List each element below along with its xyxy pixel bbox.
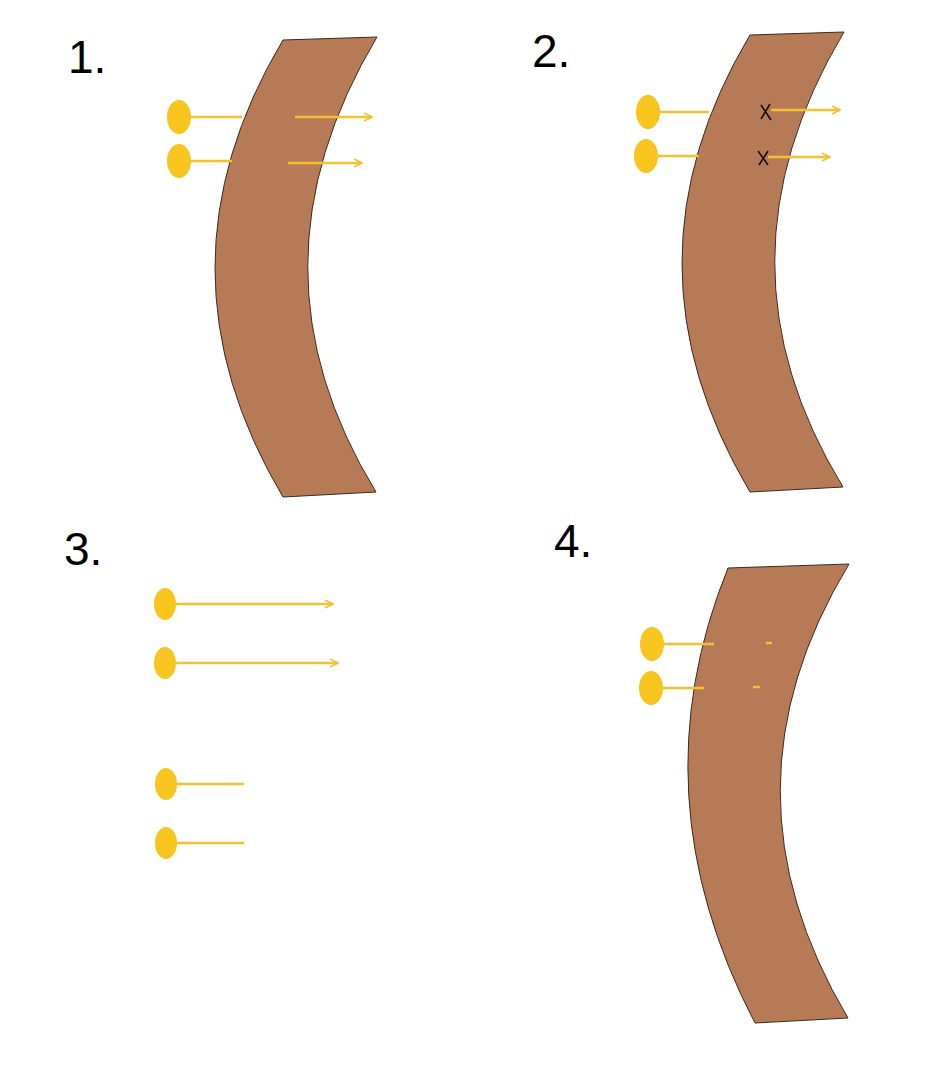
- panel-number: 1.: [68, 34, 106, 80]
- transfer-arrow: [176, 662, 338, 665]
- ligand-head: [634, 139, 658, 173]
- ligand-head: [155, 827, 177, 859]
- panel-number: 2.: [532, 28, 570, 74]
- ligand-stalk: [177, 842, 244, 845]
- membrane-band: [682, 32, 844, 492]
- ligand-head: [154, 647, 176, 679]
- fragment-mark: [753, 686, 760, 689]
- ligand-head: [636, 95, 660, 129]
- panel-number: 3.: [64, 526, 102, 572]
- ligand-head: [640, 627, 664, 661]
- ligand-head: [167, 100, 191, 134]
- fragment-mark: [766, 642, 772, 645]
- membrane-band: [215, 37, 377, 497]
- ligand-stalk: [190, 160, 232, 163]
- ligand-stalk: [177, 783, 244, 786]
- ligand-stalk: [663, 643, 714, 646]
- block-mark: [761, 104, 771, 120]
- ligand-head: [639, 671, 663, 705]
- ligand-head: [154, 588, 176, 620]
- ligand-stalk: [190, 116, 242, 119]
- transfer-arrow: [768, 156, 830, 159]
- transfer-arrow: [771, 109, 840, 112]
- transfer-arrow: [176, 603, 333, 606]
- panel-number: 4.: [554, 518, 592, 564]
- ligand-stalk: [662, 687, 704, 690]
- ligand-head: [155, 768, 177, 800]
- transfer-arrow: [288, 162, 362, 165]
- ligand-stalk: [659, 111, 709, 114]
- transfer-arrow: [295, 116, 372, 119]
- block-mark: [758, 151, 768, 165]
- ligand-stalk: [657, 155, 699, 158]
- ligand-head: [167, 144, 191, 178]
- membrane-band: [688, 564, 849, 1023]
